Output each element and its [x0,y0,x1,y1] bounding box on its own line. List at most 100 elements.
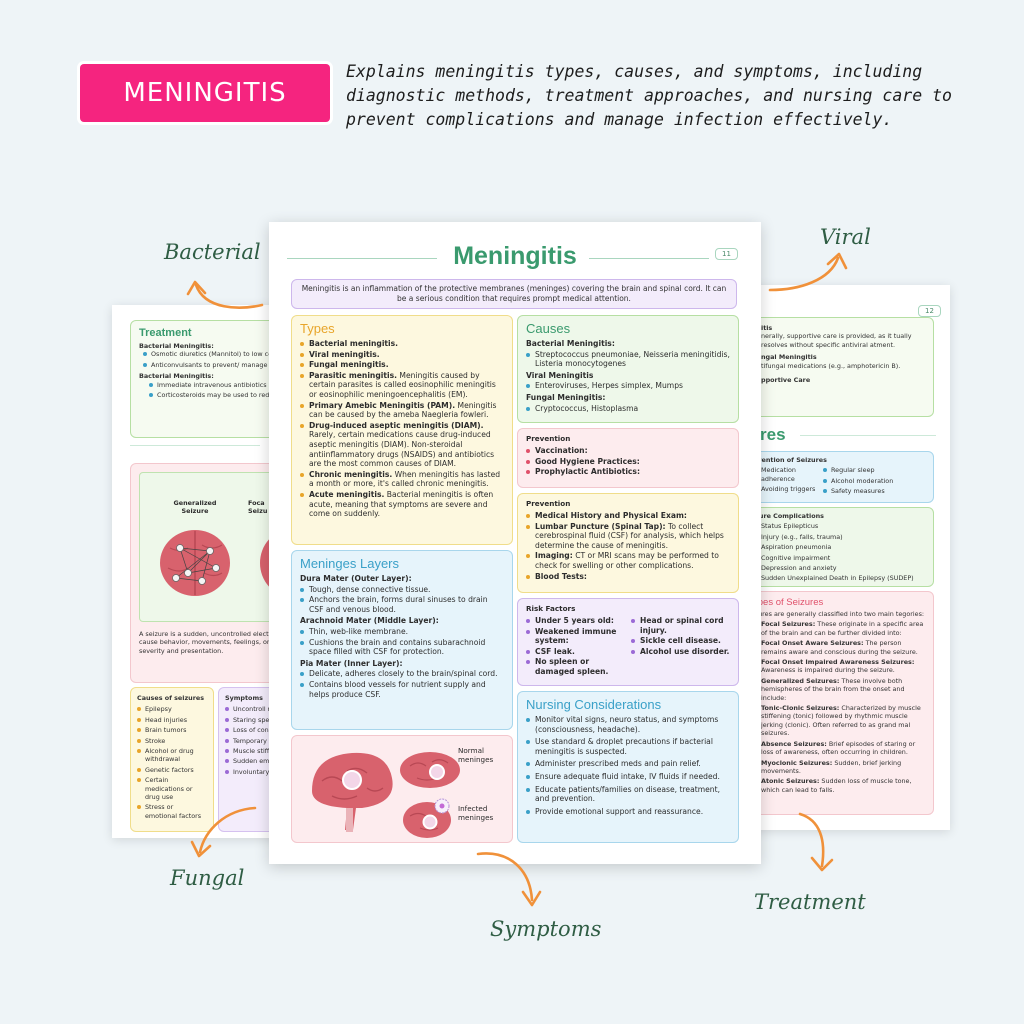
list-item: Head injuries [137,716,207,724]
bact-heading-2: Bacterial Meningitis: [139,372,214,381]
list-item: Viral meningitis. [300,350,504,360]
group-heading: Dura Mater (Outer Layer): [300,574,412,583]
list-item: Use standard & droplet precautions if ba… [526,737,730,756]
section-title: res [760,425,786,444]
list-item: Sudden em changes [225,757,371,765]
list-item: Alcohol or drug withdrawal [137,747,207,764]
list-item: Bacterial meningitis. [300,339,504,349]
bullet-icon [631,619,635,623]
title-rule-right [589,258,709,259]
types-heading: Types [300,321,335,336]
list-item: Cryptococcus, Histoplasma [526,404,730,414]
types-intro: izures are generally classified into two… [753,610,925,618]
list-item: Focal Onset Aware Seizures: The person r… [753,639,927,656]
page-number-right: 12 [918,305,941,317]
bullet-icon [526,514,530,518]
bullet-icon [300,363,304,368]
infected-label: Infected meninges [458,804,494,822]
list-item: Chronic meningitis. When meningitis has … [300,470,504,489]
bullet-icon [526,774,530,779]
bullet-icon [300,629,304,634]
list-item: Status Epilepticus [753,522,927,530]
list-item: Drug-induced aseptic meningitis (DIAM). … [300,421,504,469]
bullet-icon [526,649,530,654]
list-item: Stroke [137,737,207,745]
nursing-box: Nursing Considerations Monitor vital sig… [517,691,739,843]
bullet-icon [300,472,304,477]
bullet-icon [225,707,229,712]
list-item: Contains blood vessels for nutrient supp… [300,680,504,699]
list-item: Anchors the brain, forms dural sinuses t… [300,595,504,614]
bullet-icon [300,640,304,645]
list-item: Focal Onset Impaired Awareness Seizures:… [753,658,927,675]
list-item: Generalized Seizures: These involve both… [753,677,927,702]
header-description: Explains meningitis types, causes, and s… [346,62,952,129]
bullet-icon [300,587,304,592]
list-item: Cognitive impairment [753,554,927,562]
bullet-icon [823,489,827,494]
list-item: Prophylactic Antibiotics: [526,467,730,477]
bullet-icon [526,718,530,722]
bullet-icon [137,738,141,743]
list-item: Staring spe [225,716,371,724]
bullet-icon [526,740,530,745]
bullet-icon [225,728,229,733]
list-item: Good Hygiene Practices: [526,457,730,467]
list-item: Imaging: CT or MRI scans may be performe… [526,551,730,570]
generalized-label: Generalized Seizure [173,499,217,515]
group-heading: Fungal Meningitis: [526,392,606,402]
list-item: Tonic-Clonic Seizures: Characterized by … [753,704,927,738]
list-item: Involuntary [225,768,371,776]
bullet-icon [526,762,530,767]
list-item: Injury (e.g., falls, trauma) [753,533,927,541]
bact-heading-1: Bacterial Meningitis: [139,342,214,350]
bullet-icon [526,459,530,464]
intro-box: Meningitis is an inflammation of the pro… [291,279,737,309]
group-heading: Pia Mater (Inner Layer): [300,658,403,668]
bullet-icon [526,787,530,792]
list-item: Avoiding triggers [753,485,817,493]
list-item: Delicate, adheres closely to the brain/s… [300,669,504,679]
list-item: Anticonvulsants to prevent/ manage s [139,361,371,369]
list-item: Enteroviruses, Herpes simplex, Mumps [526,381,730,391]
list-item: Primary Amebic Meningitis (PAM). Meningi… [300,401,504,420]
list-item: No spleen or damaged spleen. [526,657,625,676]
arrowhead-treatment [810,856,834,872]
list-item: Thin, web-like membrane. [300,627,504,637]
list-item: Monitor vital signs, neuro status, and s… [526,715,730,734]
list-item: Genetic factors [137,766,207,774]
bullet-icon [225,717,229,722]
list-item: Stress or emotional factors [137,803,207,820]
supportive-heading: pportive Care [761,376,811,385]
list-item: Tough, dense connective tissue. [300,585,504,595]
arrowhead-bacterial [186,280,207,296]
list-item: Muscle stiff [225,747,371,755]
bullet-icon [137,707,141,712]
fungal-text: tifungal medications (e.g., amphotericin… [761,361,901,370]
list-item: Educate patients/families on disease, tr… [526,785,730,804]
list-item: Acute meningitis. Bacterial meningitis i… [300,490,504,519]
list-item: CSF leak. [526,647,625,657]
list-item: Fungal meningitis. [300,360,504,370]
treatment-heading: Treatment [139,327,192,339]
main-sheet: Meningitis 11 Meningitis is an inflammat… [269,222,761,864]
bullet-icon [526,809,530,814]
seizure-definition: A seizure is a sudden, uncontrolled elec… [139,630,379,655]
bullet-icon [225,769,229,774]
list-item: Depression and anxiety [753,564,927,572]
complications-heading: izure Complications [753,512,824,520]
callout-treatment: Treatment [754,890,866,914]
group-heading: Arachnoid Mater (Middle Layer): [300,616,439,626]
list-item: Alcohol use disorder. [631,647,730,657]
list-item: Lumbar Puncture (Spinal Tap): To collect… [526,522,730,551]
causes-seizures-heading: Causes of seizures [137,694,205,702]
types-box: Types Bacterial meningitis.Viral meningi… [291,315,513,545]
bullet-icon [300,342,304,346]
causes-box: Causes Bacterial Meningitis:Streptococcu… [517,315,739,423]
prevention-heading: evention of Seizures [753,456,827,464]
list-item: Osmotic diuretics (Mannitol) to low ce e… [139,350,371,358]
bullet-icon [526,554,530,559]
bullet-icon [823,468,827,473]
divider [800,435,936,436]
bullet-icon [225,759,229,764]
